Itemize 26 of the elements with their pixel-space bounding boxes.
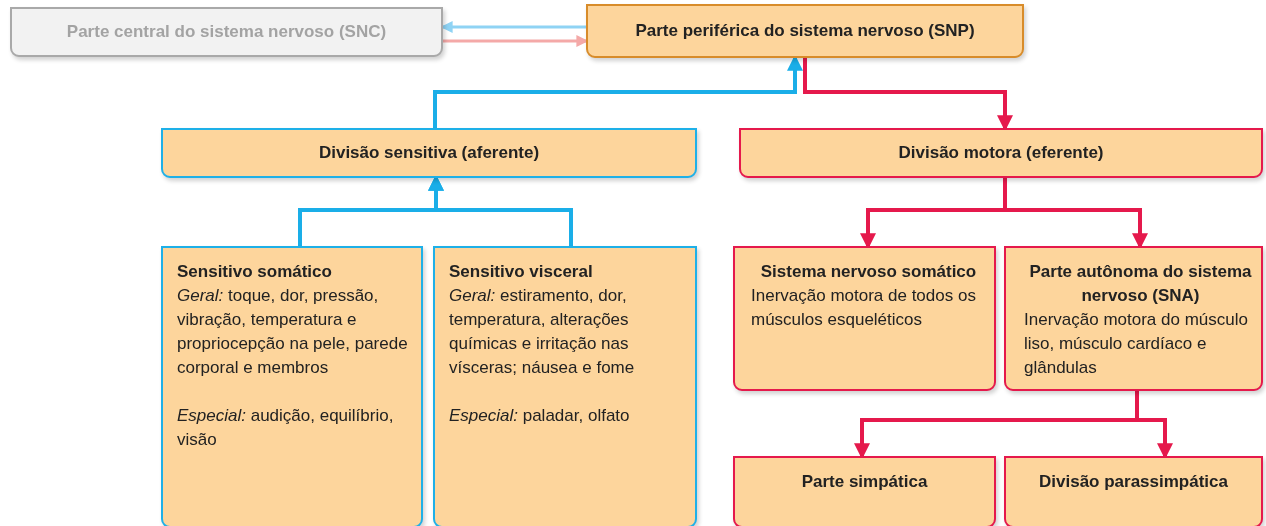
box-heading: Parte periférica do sistema nervoso (SNP) [634, 20, 976, 42]
category-box [586, 4, 1024, 58]
category-box [10, 7, 443, 57]
box-description: Especial: paladar, olfato [449, 405, 631, 427]
box-description: Geral: estiramento, dor, temperatura, alterações químicas e irritação nas vísceras; náusea e fome [449, 285, 636, 379]
box-heading: Parte autônoma do sistema nervoso (SNA) [1028, 261, 1253, 307]
box-heading: Divisão parassimpática [1038, 471, 1229, 493]
category-box [733, 246, 996, 391]
box-description: Inervação motora de todos os músculos esqueléticos [751, 285, 977, 331]
box-heading: Sistema nervoso somático [759, 261, 978, 283]
category-box [433, 246, 697, 526]
box-heading: Sensitivo somático [177, 261, 333, 283]
box-description: Geral: toque, dor, pressão, vibração, temperatura e propriocepção na pele, parede corporal e membros [177, 285, 409, 379]
box-heading: Divisão motora (eferente) [897, 142, 1105, 164]
category-box [161, 128, 697, 178]
category-box [739, 128, 1263, 178]
box-heading: Sensitivo visceral [449, 261, 594, 283]
category-box [733, 456, 996, 526]
category-box [161, 246, 423, 526]
box-description: Especial: audição, equilíbrio, visão [177, 405, 395, 451]
category-box [1004, 246, 1263, 391]
box-description: Inervação motora do músculo liso, músculo cardíaco e glândulas [1024, 309, 1249, 379]
box-heading: Divisão sensitiva (aferente) [317, 142, 541, 164]
box-heading: Parte central do sistema nervoso (SNC) [65, 21, 388, 43]
category-box [1004, 456, 1263, 526]
box-heading: Parte simpática [800, 471, 929, 493]
